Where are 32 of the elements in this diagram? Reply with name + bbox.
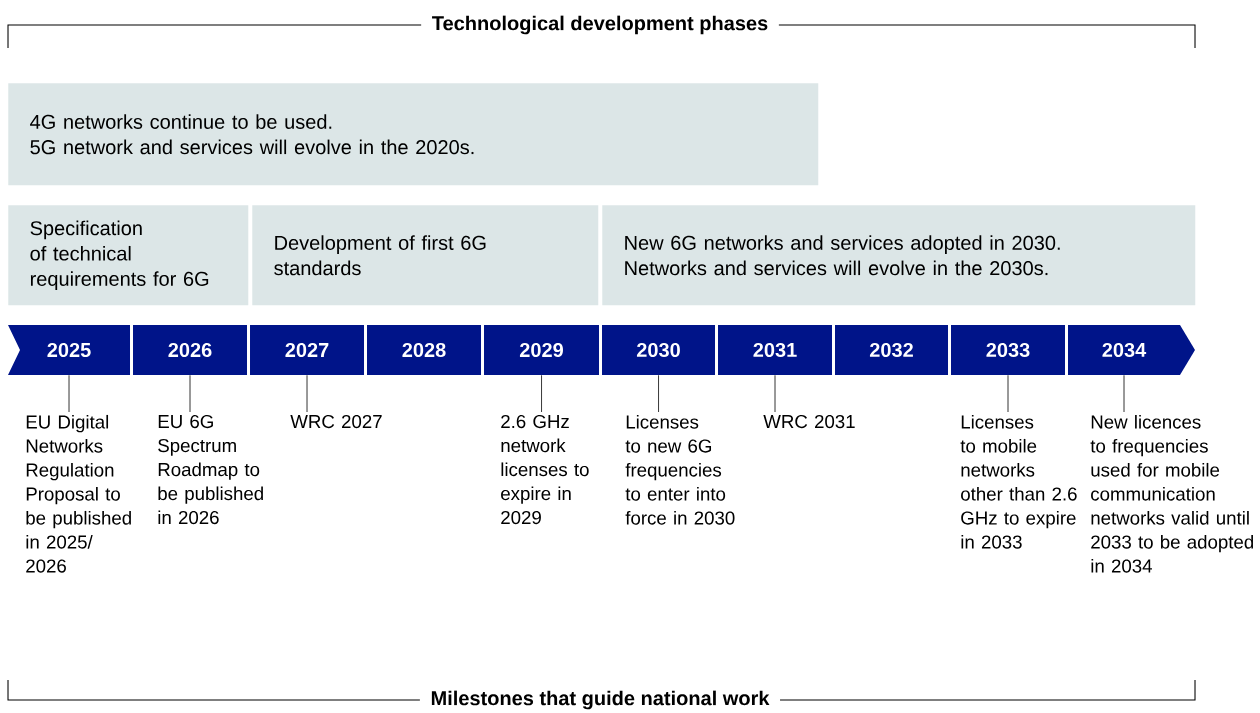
year-cell: 2026 <box>133 325 247 375</box>
phase-box: 4G networks continue to be used. 5G network and services will evolve in the 2020s. <box>8 83 819 186</box>
year-cell: 2034 <box>1068 325 1195 375</box>
leader-line <box>540 374 543 413</box>
phase-box: New 6G networks and services adopted in 2030. Networks and services will evolve in the 2030s. <box>602 205 1196 306</box>
leader-line <box>189 374 191 413</box>
phase-box: Specification of technical requirements for 6G <box>8 205 249 306</box>
bracket-title: Technological development phases <box>421 11 779 39</box>
milestone-text: EU Digital Networks Regulation Proposal to be published in 2025/ 2026 <box>26 414 131 573</box>
year-cell: 2027 <box>250 325 364 375</box>
milestone-text: EU 6G Spectrum Roadmap to be published in 2026 <box>158 414 263 525</box>
phase-box: Development of first 6G standards <box>252 205 599 306</box>
leader-line <box>68 374 70 413</box>
milestone-text: Licenses to mobile networks other than 2.6 GHz to expire in 2033 <box>960 414 1077 549</box>
leader-line <box>774 374 776 413</box>
leader-line <box>306 374 308 413</box>
milestone-text: 2.6 GHz network licenses to expire in 2029 <box>501 414 589 525</box>
milestone-text: WRC 2031 <box>763 414 855 429</box>
leader-line <box>1123 374 1125 413</box>
leader-line <box>1007 374 1009 413</box>
year-cell: 2031 <box>718 325 832 375</box>
milestone-text: WRC 2027 <box>290 414 382 429</box>
year-cell: 2029 <box>484 325 599 375</box>
year-cell: 2028 <box>367 325 481 375</box>
bracket-caption: Milestones that guide national work <box>419 686 781 713</box>
year-cell: 2025 <box>8 325 130 375</box>
milestone-text: Licenses to new 6G frequencies to enter into force in 2030 <box>625 414 735 525</box>
leader-line <box>657 374 660 413</box>
year-cell: 2033 <box>951 325 1065 375</box>
milestone-text: New licences to frequencies used for mobile communication networks valid until 2033 to be adopted in 2034 <box>1090 414 1253 573</box>
year-cell: 2032 <box>835 325 948 375</box>
year-cell: 2030 <box>602 325 715 375</box>
